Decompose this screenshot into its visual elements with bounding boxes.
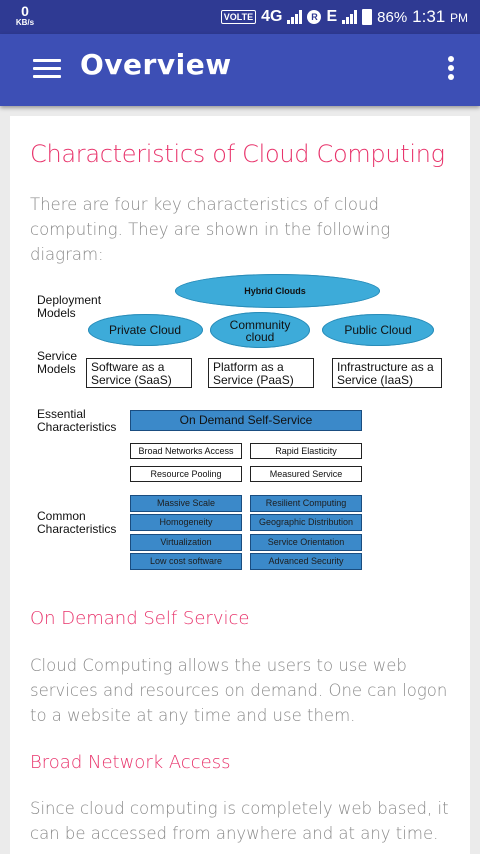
clock-ampm: PM (450, 11, 468, 25)
status-icons: VOLTE 4G R E 86% 1:31 PM (220, 0, 468, 34)
label-service-models: Service Models (37, 349, 78, 376)
network-type: 4G (261, 8, 283, 25)
public-cloud-shape (322, 314, 434, 346)
community-cloud-label: Community cloud (229, 318, 291, 344)
essential-item: Rapid Elasticity (250, 443, 362, 459)
common-item: Resilient Computing (250, 495, 362, 512)
clock: 1:31 PM (412, 7, 468, 27)
battery-icon (362, 9, 373, 25)
common-item: Service Orientation (250, 534, 362, 551)
volte-badge: VOLTE (220, 10, 257, 24)
content-card: Characteristics of Cloud Computing There… (10, 116, 470, 854)
on-demand-self-service-box: On Demand Self-Service (130, 410, 362, 431)
common-item: Geographic Distribution (250, 514, 362, 531)
hybrid-cloud-label: Hybrid Clouds (244, 286, 306, 296)
network-speed-value: 0 (21, 3, 29, 19)
common-item: Low cost software (130, 553, 242, 570)
hybrid-cloud-shape (175, 274, 380, 308)
private-cloud-label: Private Cloud (108, 323, 182, 337)
subsection-body: Since cloud computing is completely web … (30, 799, 449, 843)
service-box-saas: Software as a Service (SaaS) (86, 358, 192, 388)
subsection-body: Cloud Computing allows the users to use … (30, 656, 448, 725)
service-box-iaas: Infrastructure as a Service (IaaS) (332, 358, 442, 388)
label-deployment-models: Deployment Models (37, 293, 102, 320)
network-speed-unit: KB/s (15, 18, 35, 27)
network-speed: 0 KB/s (10, 4, 40, 27)
hamburger-menu-icon[interactable] (33, 59, 61, 79)
label-essential-characteristics: Essential Characteristics (37, 407, 117, 434)
subsection-heading: On Demand Self Service (30, 608, 250, 629)
app-bar: Overview (0, 34, 480, 106)
common-item: Virtualization (130, 534, 242, 551)
section-heading: Characteristics of Cloud Computing (30, 140, 445, 168)
essential-item: Measured Service (250, 466, 362, 482)
clock-time: 1:31 (412, 7, 446, 26)
intro-paragraph: There are four key characteristics of cl… (30, 195, 391, 264)
community-cloud-shape (210, 312, 310, 348)
label-common-characteristics: Common Characteristics (37, 509, 117, 536)
page-title: Overview (80, 48, 232, 81)
signal-icon-2 (342, 10, 358, 24)
essential-item: Resource Pooling (130, 466, 242, 482)
common-item: Homogeneity (130, 514, 242, 531)
more-options-icon[interactable] (446, 56, 456, 84)
public-cloud-label: Public Cloud (344, 323, 412, 337)
subsection-heading: Broad Network Access (30, 752, 231, 773)
battery-percent: 86% (377, 8, 408, 26)
signal-icon (287, 10, 303, 24)
roaming-icon: R (307, 10, 322, 24)
essential-item: Broad Networks Access (130, 443, 242, 459)
common-item: Massive Scale (130, 495, 242, 512)
private-cloud-shape (88, 314, 203, 346)
service-box-paas: Platform as a Service (PaaS) (208, 358, 314, 388)
cloud-characteristics-diagram: Deployment Models Service Models Essenti… (30, 274, 450, 574)
status-bar: 0 KB/s VOLTE 4G R E 86% 1:31 PM (0, 0, 480, 34)
network-type-2: E (326, 8, 338, 25)
common-item: Advanced Security (250, 553, 362, 570)
